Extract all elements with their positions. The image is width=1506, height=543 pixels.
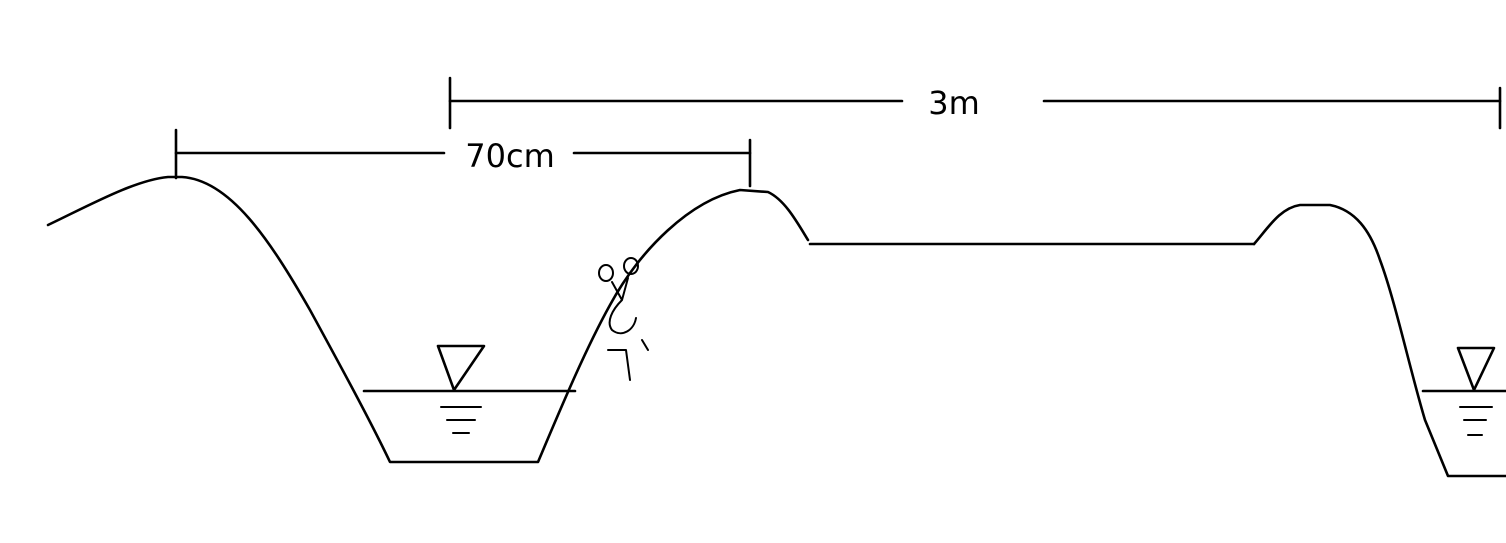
seed-right xyxy=(623,257,639,275)
left-ridge-and-furrow xyxy=(46,175,810,464)
dimension-70cm: 70cm xyxy=(174,128,752,188)
seed-left xyxy=(598,264,614,282)
left-water xyxy=(362,344,577,434)
left-water-level-triangle xyxy=(436,344,486,392)
seedling-root xyxy=(607,339,649,381)
seed-placement-symbol xyxy=(598,257,649,381)
dim-70cm-label: 70cm xyxy=(465,137,554,175)
right-water xyxy=(1421,346,1506,436)
seedling-stem xyxy=(608,277,637,335)
ground-profile xyxy=(46,175,1506,478)
right-ridge-and-furrow xyxy=(1252,203,1506,478)
dim-3m-label: 3m xyxy=(928,84,980,122)
dimension-3m: 3m xyxy=(448,76,1502,130)
right-water-level-triangle xyxy=(1456,346,1496,392)
